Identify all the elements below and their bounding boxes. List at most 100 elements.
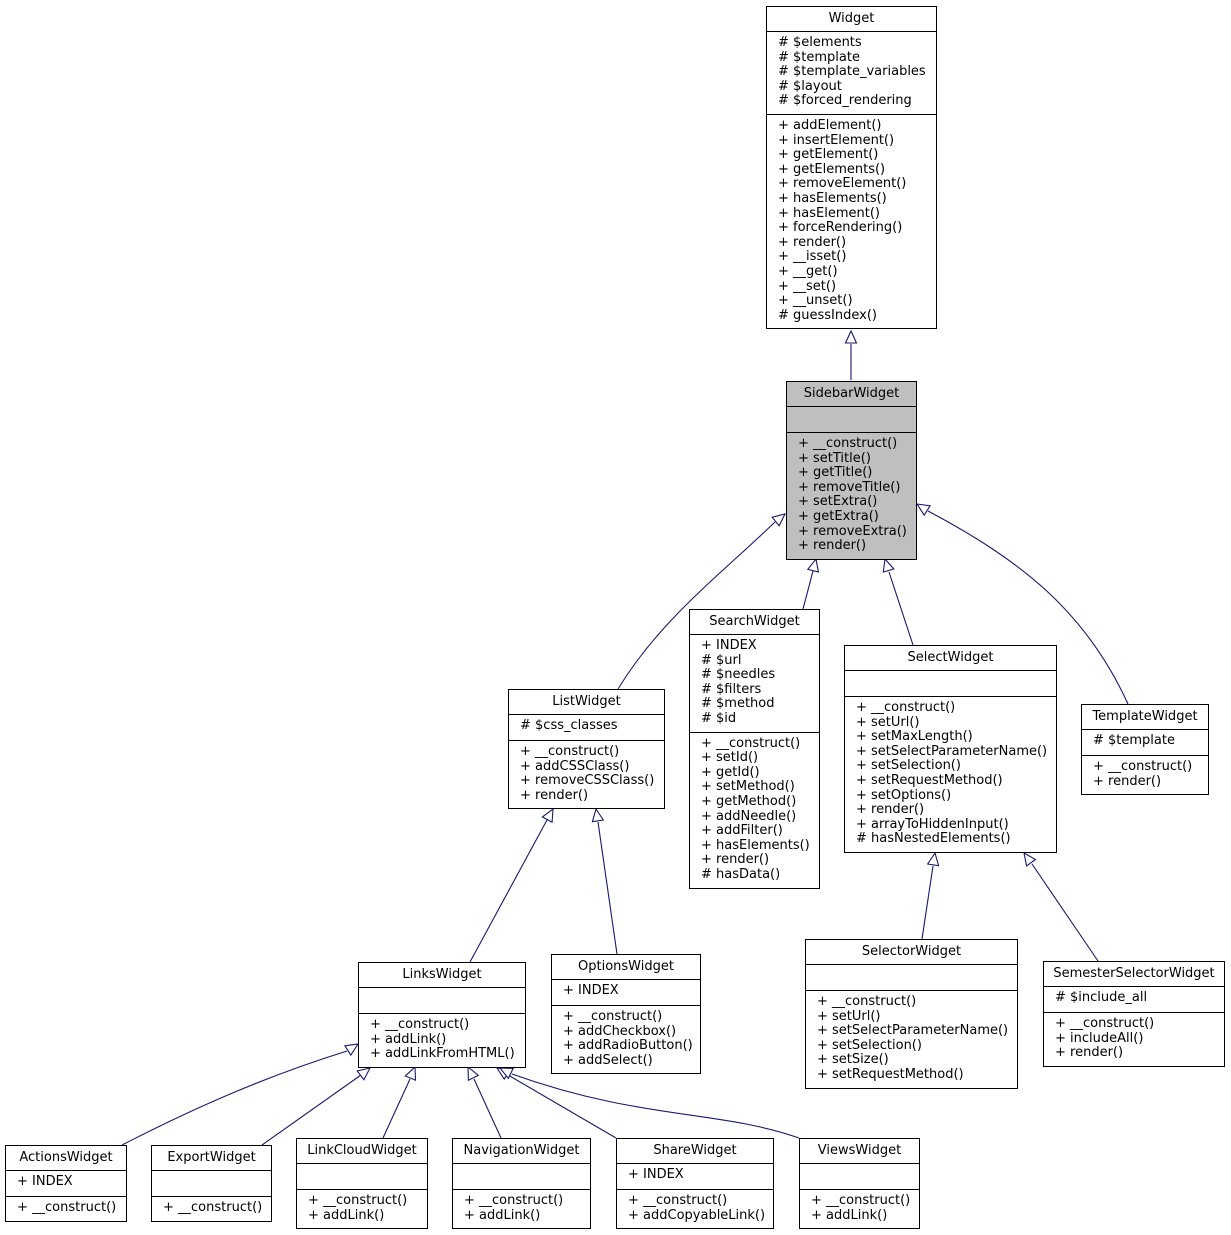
class-box-export[interactable]: ExportWidget+ __construct() xyxy=(151,1145,272,1222)
class-attribute: # $url xyxy=(701,652,742,668)
class-method: + __unset() xyxy=(778,293,853,309)
class-name: ActionsWidget xyxy=(6,1146,126,1171)
inheritance-edge-options-list xyxy=(597,821,618,955)
class-attribute: + INDEX xyxy=(17,1174,73,1189)
inheritance-arrowhead xyxy=(343,1043,360,1057)
class-attribute: # $template_variables xyxy=(778,64,926,80)
class-method: + hasElements() xyxy=(701,837,810,853)
class-method: + __construct() xyxy=(520,744,620,759)
class-method: + __construct() xyxy=(563,1009,663,1024)
inheritance-edge-links-list xyxy=(469,819,548,963)
class-attribute: # $elements xyxy=(778,35,862,50)
class-box-select[interactable]: SelectWidget+ __construct()+ setUrl()+ s… xyxy=(844,645,1057,853)
class-box-sidebar[interactable]: SidebarWidget+ __construct()+ setTitle()… xyxy=(786,381,917,560)
class-attribute: # $template xyxy=(1093,733,1175,748)
class-method: + __construct() xyxy=(163,1200,263,1215)
class-method: + getTitle() xyxy=(798,465,873,481)
class-box-list[interactable]: ListWidget# $css_classes+ __construct()+… xyxy=(508,689,665,810)
class-name: TemplateWidget xyxy=(1082,705,1208,730)
attributes-section: + INDEX xyxy=(552,980,700,1005)
class-method: + __construct() xyxy=(17,1200,117,1215)
methods-section: + __construct()+ addCopyableLink() xyxy=(617,1189,773,1228)
attributes-section: + INDEX xyxy=(6,1171,126,1196)
class-method: + __construct() xyxy=(701,735,801,751)
methods-section: + __construct()+ render() xyxy=(1082,755,1208,794)
inheritance-arrowhead xyxy=(1023,851,1037,867)
class-attribute: # $layout xyxy=(778,78,842,94)
attributes-section xyxy=(787,407,916,432)
attributes-section: + INDEX xyxy=(617,1164,773,1189)
class-method: + addLink() xyxy=(464,1207,541,1223)
methods-section: + __construct() xyxy=(152,1196,271,1221)
inheritance-arrowhead xyxy=(591,807,605,823)
class-box-navigation[interactable]: NavigationWidget + __construct()+ addLink… xyxy=(452,1138,591,1230)
class-box-share[interactable]: ShareWidget+ INDEX+ __construct()+ addCo… xyxy=(616,1138,774,1230)
class-method: + getExtra() xyxy=(798,508,879,524)
class-method: + render() xyxy=(856,802,925,818)
class-attribute: # $template xyxy=(778,49,860,65)
class-attribute: # $filters xyxy=(701,681,762,697)
class-method: + addCSSClass() xyxy=(520,758,630,774)
class-method: + __set() xyxy=(778,278,837,294)
class-method: + setExtra() xyxy=(798,494,878,510)
class-attribute: # $id xyxy=(701,710,737,726)
class-name: SearchWidget xyxy=(690,610,819,635)
class-box-linkcloud[interactable]: LinkCloudWidget+ __construct()+ addLink(… xyxy=(296,1138,428,1230)
class-method: + __construct() xyxy=(628,1193,728,1208)
class-method: + addRadioButton() xyxy=(563,1038,693,1054)
class-method: + insertElement() xyxy=(778,132,895,148)
attributes-section: # $include_all xyxy=(1044,987,1224,1012)
inheritance-arrowhead xyxy=(495,1067,512,1081)
inheritance-arrowhead xyxy=(467,1065,480,1082)
class-box-template[interactable]: TemplateWidget # $template + __construct()… xyxy=(1081,704,1209,796)
class-method: + setMaxLength() xyxy=(856,729,973,745)
attributes-section xyxy=(152,1171,271,1196)
class-box-search[interactable]: SearchWidget+ INDEX# $url# $needles# $fi… xyxy=(689,609,820,889)
class-method: + setMethod() xyxy=(701,779,795,795)
methods-section: + __construct()+ setId()+ getId()+ setMe… xyxy=(690,731,819,888)
class-method: + getMethod() xyxy=(701,793,797,809)
inheritance-arrowhead xyxy=(806,557,820,573)
inheritance-arrowhead xyxy=(498,1067,515,1080)
inheritance-edge-search-sidebar xyxy=(802,570,814,610)
class-method: + addCopyableLink() xyxy=(628,1207,766,1223)
inheritance-edge-select-sidebar xyxy=(888,571,914,646)
methods-section: + __construct()+ setUrl()+ setSelectPara… xyxy=(806,990,1017,1088)
attributes-section xyxy=(297,1164,427,1189)
class-method: + setSize() xyxy=(817,1052,889,1068)
inheritance-edge-linkcloud-links xyxy=(382,1078,411,1139)
class-box-selector[interactable]: SelectorWidget+ __construct()+ setUrl()+… xyxy=(805,939,1018,1089)
attributes-section xyxy=(359,988,525,1013)
class-method: + addSelect() xyxy=(563,1052,653,1068)
class-name: SemesterSelectorWidget xyxy=(1044,962,1224,987)
class-box-semester[interactable]: SemesterSelectorWidget# $include_all+ __… xyxy=(1043,961,1225,1067)
class-box-options[interactable]: OptionsWidget+ INDEX+ __construct()+ add… xyxy=(551,954,701,1075)
class-name: NavigationWidget xyxy=(453,1139,590,1164)
attributes-section xyxy=(453,1164,590,1189)
attributes-section: # $elements# $template# $template_variab… xyxy=(767,32,936,114)
class-box-links[interactable]: LinksWidget+ __construct()+ addLink()+ a… xyxy=(358,962,526,1068)
class-method: + setSelectParameterName() xyxy=(817,1023,1009,1039)
methods-section: + __construct()+ addLink() xyxy=(800,1189,919,1228)
inheritance-arrowhead xyxy=(844,329,858,344)
class-name: ShareWidget xyxy=(617,1139,773,1164)
inheritance-edge-share-links xyxy=(507,1074,617,1139)
class-method: + __isset() xyxy=(778,249,847,265)
class-method: + setRequestMethod() xyxy=(817,1066,964,1082)
inheritance-edge-actions-links xyxy=(121,1050,348,1146)
class-method: + addNeedle() xyxy=(701,808,797,824)
class-box-views[interactable]: ViewsWidget + __construct()+ addLink() xyxy=(799,1138,920,1230)
class-method: + setTitle() xyxy=(798,450,871,466)
methods-section: + __construct()+ addLink()+ addLinkFromH… xyxy=(359,1013,525,1067)
methods-section: + __construct()+ setUrl()+ setMaxLength(… xyxy=(845,696,1056,852)
class-box-actions[interactable]: ActionsWidget + INDEX + __construct() xyxy=(5,1145,127,1222)
class-name: ViewsWidget xyxy=(800,1139,919,1164)
class-method: + removeCSSClass() xyxy=(520,773,655,789)
class-method: + render() xyxy=(798,538,867,554)
class-method: + removeElement() xyxy=(778,176,907,192)
class-box-widget[interactable]: Widget# $elements# $template# $template_… xyxy=(766,6,937,330)
class-method: + __construct() xyxy=(464,1193,564,1208)
class-name: Widget xyxy=(767,7,936,32)
methods-section: + addElement()+ insertElement()+ getElem… xyxy=(767,113,936,328)
class-method: + __construct() xyxy=(370,1017,470,1032)
